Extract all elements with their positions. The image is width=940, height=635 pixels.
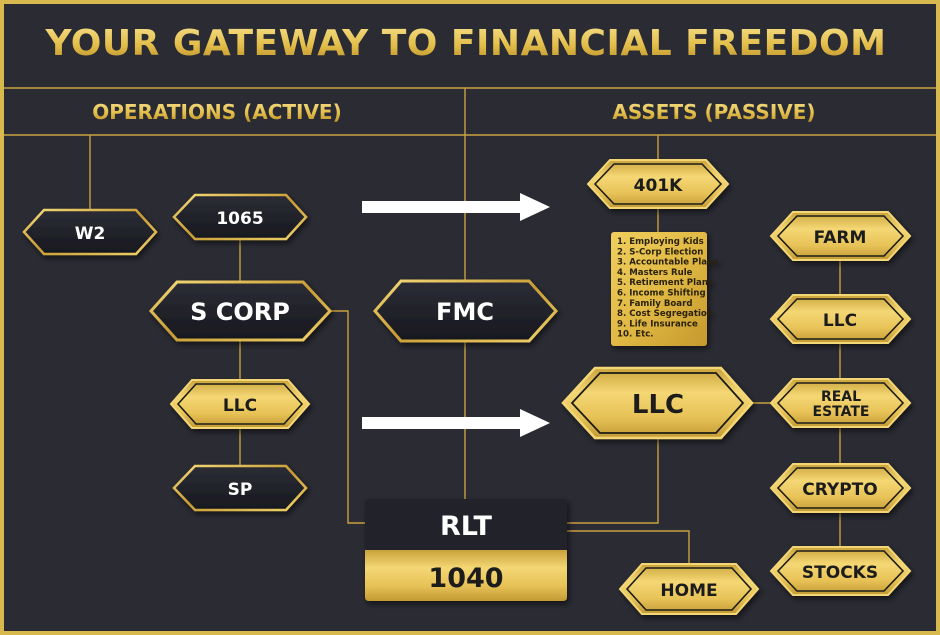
node-home[interactable]: HOME [618, 563, 760, 615]
node-401k[interactable]: 401K [586, 159, 730, 209]
node-s-corp[interactable]: S CORP [148, 280, 333, 342]
node-llc-operations-label: LLC [223, 396, 257, 416]
node-crypto[interactable]: CRYPTO [769, 463, 912, 513]
node-farm[interactable]: FARM [769, 211, 912, 261]
node-w2[interactable]: W2 [22, 208, 158, 256]
arrow-right-icon [362, 409, 550, 437]
strategy-item: 6. Income Shifting [617, 289, 706, 299]
connector-llc-rlt [567, 436, 659, 524]
node-llc-assets-label: LLC [632, 390, 684, 420]
node-farm-label: FARM [814, 228, 867, 248]
node-llc-right[interactable]: LLC [769, 294, 912, 344]
operations-header: OPERATIONS (ACTIVE) [92, 100, 342, 124]
strategy-item: 2. S-Corp Election [617, 247, 703, 257]
connector-rlt-home [567, 530, 690, 564]
connector-scorp-rlt [330, 310, 366, 524]
node-rlt-1040[interactable]: RLT 1040 [365, 499, 567, 601]
node-1065[interactable]: 1065 [172, 193, 308, 241]
strategy-item: 7. Family Board [617, 299, 693, 309]
node-401k-label: 401K [634, 176, 683, 196]
node-real-estate[interactable]: REAL ESTATE [769, 378, 912, 428]
node-w2-label: W2 [75, 224, 106, 244]
strategy-item: 3. Accountable Plans [617, 258, 718, 268]
strategy-item: 10. Etc. [617, 330, 654, 340]
arrow-right-icon [362, 193, 550, 221]
strategy-item: 4. Masters Rule [617, 268, 693, 278]
node-1040-label: 1040 [428, 563, 503, 594]
assets-header: ASSETS (PASSIVE) [612, 100, 815, 124]
arrows [362, 193, 550, 437]
node-llc-assets[interactable]: LLC [561, 366, 754, 440]
node-real-estate-label-line1: REAL [821, 389, 861, 405]
page-title: YOUR GATEWAY TO FINANCIAL FREEDOM [44, 23, 886, 64]
node-rlt-label: RLT [440, 511, 493, 542]
node-crypto-label: CRYPTO [802, 480, 877, 500]
strategy-item: 8. Cost Segregation [617, 309, 713, 319]
node-stocks[interactable]: STOCKS [769, 546, 912, 596]
node-sp-label: SP [228, 480, 253, 500]
node-fmc-label: FMC [436, 298, 494, 326]
strategy-item: 5. Retirement Plans [617, 278, 713, 288]
strategy-item: 1. Employing Kids [617, 237, 704, 247]
node-sp[interactable]: SP [172, 464, 308, 512]
node-llc-right-label: LLC [823, 311, 857, 331]
node-fmc[interactable]: FMC [373, 279, 559, 343]
node-s-corp-label: S CORP [190, 298, 290, 326]
node-stocks-label: STOCKS [802, 563, 878, 583]
node-1065-label: 1065 [216, 209, 263, 229]
strategy-item: 9. Life Insurance [617, 319, 698, 329]
node-llc-operations[interactable]: LLC [169, 379, 311, 429]
node-home-label: HOME [660, 581, 717, 601]
connectors [89, 135, 841, 564]
node-real-estate-label-line2: ESTATE [813, 404, 870, 420]
